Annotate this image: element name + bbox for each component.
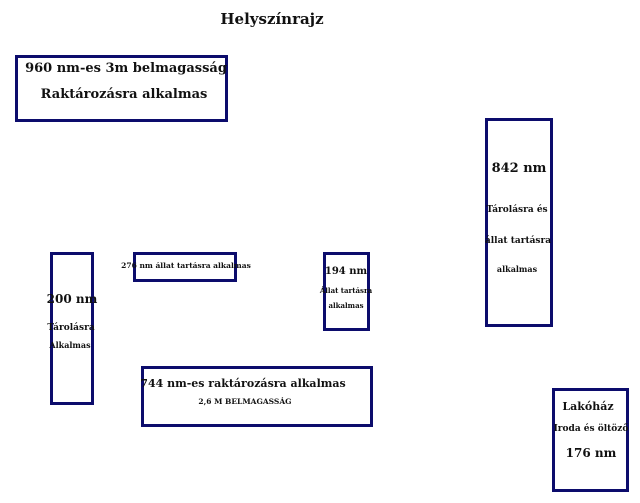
building-194-area: 194 nm <box>324 266 368 277</box>
building-744 <box>141 366 373 427</box>
building-276 <box>133 252 237 282</box>
building-lakohaz-usage: Iroda és öltöző <box>553 424 629 434</box>
building-lakohaz <box>552 388 629 492</box>
building-276-label: 276 nm állat tartásra alkalmas <box>121 261 251 270</box>
building-842-usage-2: állat tartásra <box>484 236 552 246</box>
building-194-usage-1: Állat tartásra <box>319 286 373 295</box>
building-200-usage-1: Tárolásra <box>47 323 95 333</box>
building-960-label: 960 nm-es 3m belmagasság <box>25 61 227 76</box>
building-842 <box>485 118 553 327</box>
building-842-area: 842 nm <box>491 161 547 176</box>
building-842-usage-3: alkalmas <box>496 264 538 274</box>
building-194 <box>323 252 370 331</box>
building-lakohaz-label: Lakóház <box>562 400 614 413</box>
building-744-label: 744 nm-es raktározásra alkalmas <box>140 377 346 390</box>
building-194-usage-2: alkalmas <box>328 301 364 310</box>
building-960-usage: Raktározásra alkalmas <box>40 87 208 102</box>
building-200-usage-2: Alkalmas <box>49 340 91 350</box>
building-960 <box>15 55 228 122</box>
building-744-height: 2,6 M BELMAGASSÁG <box>198 397 292 406</box>
building-200 <box>50 252 94 405</box>
building-lakohaz-area: 176 nm <box>565 446 617 460</box>
building-200-area: 200 nm <box>46 292 98 306</box>
building-842-usage-1: Tárolásra és <box>486 205 548 215</box>
page-title: Helyszínrajz <box>220 10 324 28</box>
